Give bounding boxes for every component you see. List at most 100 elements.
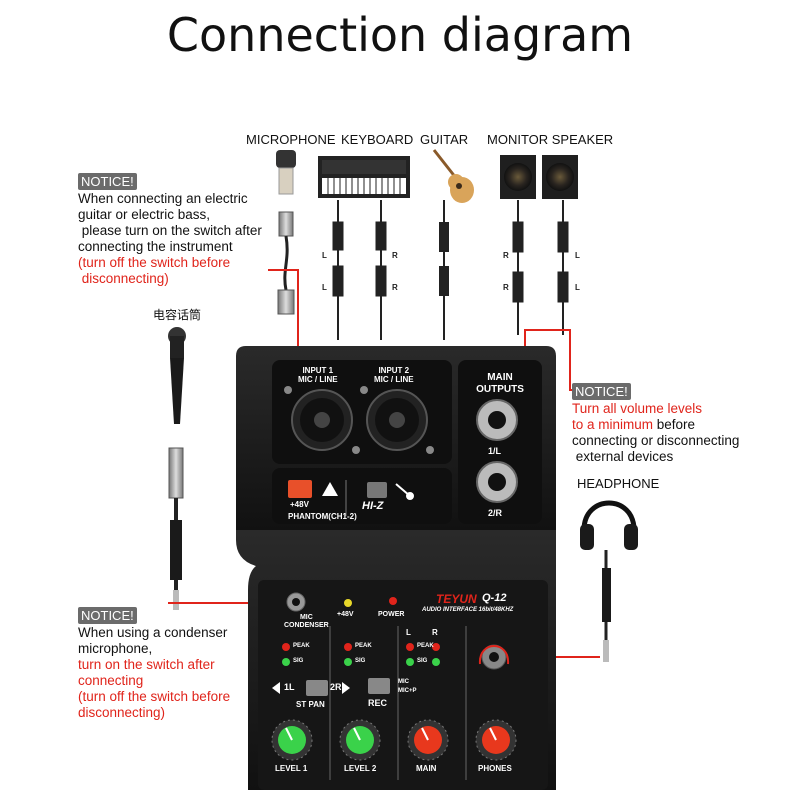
guitar-small-icon	[395, 483, 414, 500]
input1-sublabel: MIC / LINE	[298, 375, 338, 384]
level2-knob[interactable]	[339, 719, 381, 761]
sig-label-2: SIG	[355, 658, 366, 664]
xlr-cable	[277, 211, 295, 315]
notice-warning-line: turn on the switch after	[78, 657, 215, 672]
monitor-cables	[512, 200, 569, 335]
brand-label: TEYUN	[436, 592, 477, 606]
cable-channel-marks: L R L R R L R L	[322, 251, 580, 292]
phantom-label: PHANTOM(CH1-2)	[288, 512, 357, 521]
label-monitor-speaker: MONITOR SPEAKER	[487, 132, 614, 147]
handheld-mic-icon	[168, 327, 186, 424]
label-headphone: HEADPHONE	[577, 476, 660, 491]
speaker-left-icon	[500, 155, 536, 199]
peak-label-3: PEAK	[417, 643, 434, 649]
rec-label: REC	[368, 698, 388, 708]
phantom-power-switch[interactable]	[288, 480, 312, 498]
power-label: POWER	[378, 611, 405, 618]
notice-condenser: NOTICE! When using a condenser microphon…	[78, 607, 230, 721]
phantom-led	[344, 599, 352, 607]
input2-combo-jack[interactable]	[360, 386, 434, 454]
arrow-right-icon	[342, 682, 350, 694]
level2-label: LEVEL 2	[344, 764, 377, 773]
phones-knob[interactable]	[475, 719, 517, 761]
out-2r-label: 2/R	[488, 508, 503, 518]
input2-sublabel: MIC / LINE	[374, 375, 414, 384]
main-outputs-label: MAIN	[487, 372, 513, 383]
notice-line: When connecting an electric	[78, 191, 248, 206]
input1-label: INPUT 1	[302, 366, 334, 375]
notice-line: microphone,	[78, 641, 153, 656]
cable-mark-r: R	[392, 283, 398, 292]
notice-line: external devices	[572, 449, 674, 464]
main-label: MAIN	[416, 764, 437, 773]
output-1l-jack[interactable]	[476, 399, 518, 441]
cable-mark-l: L	[575, 251, 580, 260]
headphone-icon	[580, 500, 638, 662]
btn-2r-label: 2R	[330, 682, 342, 692]
keyboard-cables	[332, 200, 387, 340]
notice-line: connecting or disconnecting	[572, 433, 740, 448]
peak-label-1: PEAK	[293, 643, 310, 649]
main-knob[interactable]	[407, 719, 449, 761]
level1-knob[interactable]	[271, 719, 313, 761]
label-guitar: GUITAR	[420, 132, 469, 147]
st-pan-switch[interactable]	[306, 680, 328, 696]
subtitle-label: AUDIO INTERFACE 16bit/48KHZ	[422, 607, 514, 613]
cable-mark-r: R	[503, 251, 509, 260]
notice-warning-line: (turn off the switch before	[78, 255, 231, 270]
notice-warning-line: connecting	[78, 673, 144, 688]
label-microphone: MICROPHONE	[246, 132, 336, 147]
notice-volume: NOTICE! Turn all volume levels to a mini…	[572, 383, 739, 465]
notice-warning-line: to a minimum	[572, 417, 654, 432]
page-title: Connection diagram	[166, 8, 634, 62]
notice-line: before	[653, 417, 696, 432]
hiz-label: HI-Z	[362, 500, 384, 512]
mic-cable	[168, 447, 184, 610]
label-keyboard: KEYBOARD	[341, 132, 414, 147]
notice-line: please turn on the switch after	[78, 223, 262, 238]
notice-line: When using a condenser	[78, 625, 228, 640]
mic-mode-label: MIC	[398, 679, 409, 685]
out-1l-label: 1/L	[488, 446, 502, 456]
guitar-cable	[439, 200, 449, 340]
hiz-switch[interactable]	[367, 482, 387, 498]
btn-1l-label: 1L	[284, 682, 295, 692]
notice-line: guitar or electric bass,	[78, 207, 211, 222]
st-pan-label: ST PAN	[296, 700, 325, 709]
notice-tag: NOTICE!	[78, 607, 137, 624]
notice-line: connecting the instrument	[78, 239, 233, 254]
cable-mark-r: R	[392, 251, 398, 260]
headphone-jack[interactable]	[478, 644, 510, 670]
section-dividers	[329, 626, 467, 780]
guitar-icon	[432, 149, 474, 203]
input1-combo-jack[interactable]	[284, 386, 360, 454]
peak-label-2: PEAK	[355, 643, 372, 649]
studio-mic-icon	[276, 150, 296, 195]
notice-tag: NOTICE!	[78, 173, 137, 190]
cable-mark-l: L	[575, 283, 580, 292]
channel-l-label: L	[406, 628, 411, 637]
level1-label: LEVEL 1	[275, 764, 308, 773]
phones-label: PHONES	[478, 764, 512, 773]
warning-icon	[322, 482, 338, 496]
notice-warning-line: (turn off the switch before	[78, 689, 231, 704]
speaker-right-icon	[542, 155, 578, 199]
rec-switch[interactable]	[368, 678, 390, 694]
level-leds	[282, 643, 440, 666]
output-2r-jack[interactable]	[476, 461, 518, 503]
led-48v-label: +48V	[337, 611, 354, 618]
sig-label-1: SIG	[293, 658, 304, 664]
keyboard-icon	[318, 156, 410, 198]
mic-p-mode-label: MIC+P	[398, 688, 417, 694]
notice-warning-line: disconnecting)	[78, 705, 166, 720]
input2-label: INPUT 2	[378, 366, 410, 375]
arrow-left-icon	[272, 682, 280, 694]
notice-tag: NOTICE!	[572, 383, 631, 400]
sig-label-3: SIG	[417, 658, 428, 664]
mic-condenser-sublabel: CONDENSER	[284, 622, 329, 629]
cable-mark-l: L	[322, 283, 327, 292]
power-led	[389, 597, 397, 605]
plus48v-label: +48V	[290, 500, 309, 509]
cable-mark-r: R	[503, 283, 509, 292]
